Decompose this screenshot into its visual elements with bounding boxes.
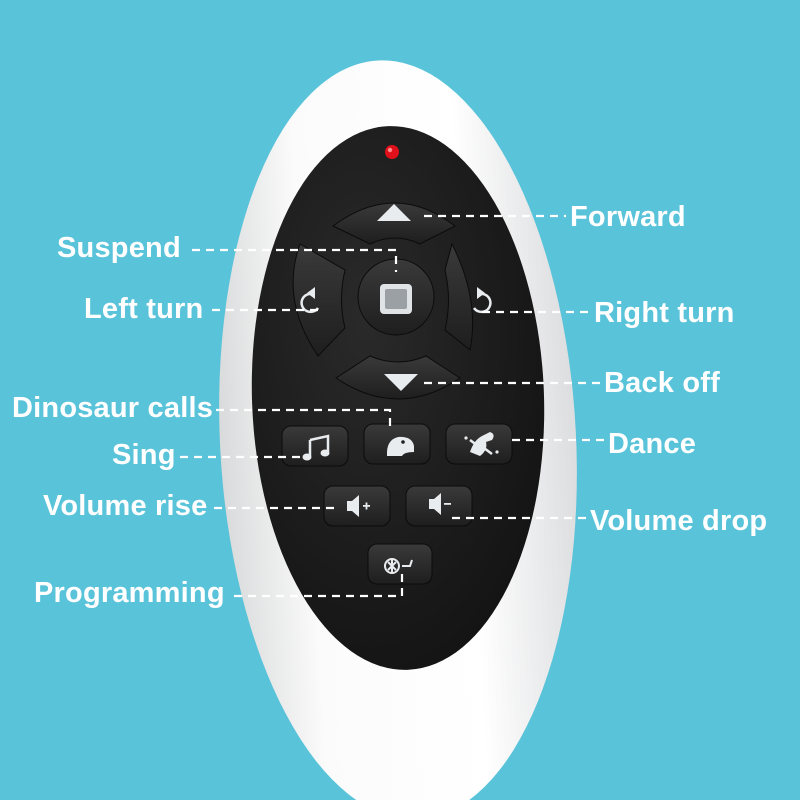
leader-suspend bbox=[192, 248, 398, 272]
speaker-plus-icon bbox=[347, 495, 370, 517]
music-note-icon bbox=[302, 434, 330, 461]
leader-lines bbox=[180, 214, 606, 598]
speaker-minus-icon bbox=[429, 493, 451, 515]
red-led-icon bbox=[385, 145, 399, 159]
programming-button[interactable] bbox=[367, 543, 433, 585]
label-forward: Forward bbox=[570, 201, 686, 233]
right-turn-button[interactable] bbox=[444, 242, 474, 351]
left-turn-button[interactable] bbox=[292, 243, 346, 357]
label-dinosaur-calls: Dinosaur calls bbox=[12, 392, 214, 424]
leader-programming bbox=[234, 574, 404, 598]
programming-icon bbox=[384, 558, 413, 574]
triangle-up-icon bbox=[377, 204, 411, 221]
label-back-off: Back off bbox=[604, 367, 721, 399]
label-dance: Dance bbox=[608, 428, 697, 460]
leader-dinosaur-calls bbox=[216, 408, 392, 432]
sing-button[interactable] bbox=[281, 425, 349, 467]
label-right-turn: Right turn bbox=[594, 297, 735, 329]
label-programming: Programming bbox=[34, 577, 225, 609]
dancing-dinosaur-icon bbox=[464, 432, 499, 456]
label-volume-drop: Volume drop bbox=[590, 505, 768, 537]
dinosaur-head-icon bbox=[386, 436, 414, 456]
triangle-down-icon bbox=[384, 374, 418, 391]
label-left-turn: Left turn bbox=[84, 293, 204, 325]
rotate-right-icon bbox=[472, 292, 492, 314]
label-sing: Sing bbox=[112, 439, 176, 471]
forward-button[interactable] bbox=[332, 202, 456, 245]
label-suspend: Suspend bbox=[57, 232, 181, 264]
label-volume-rise: Volume rise bbox=[43, 490, 208, 522]
